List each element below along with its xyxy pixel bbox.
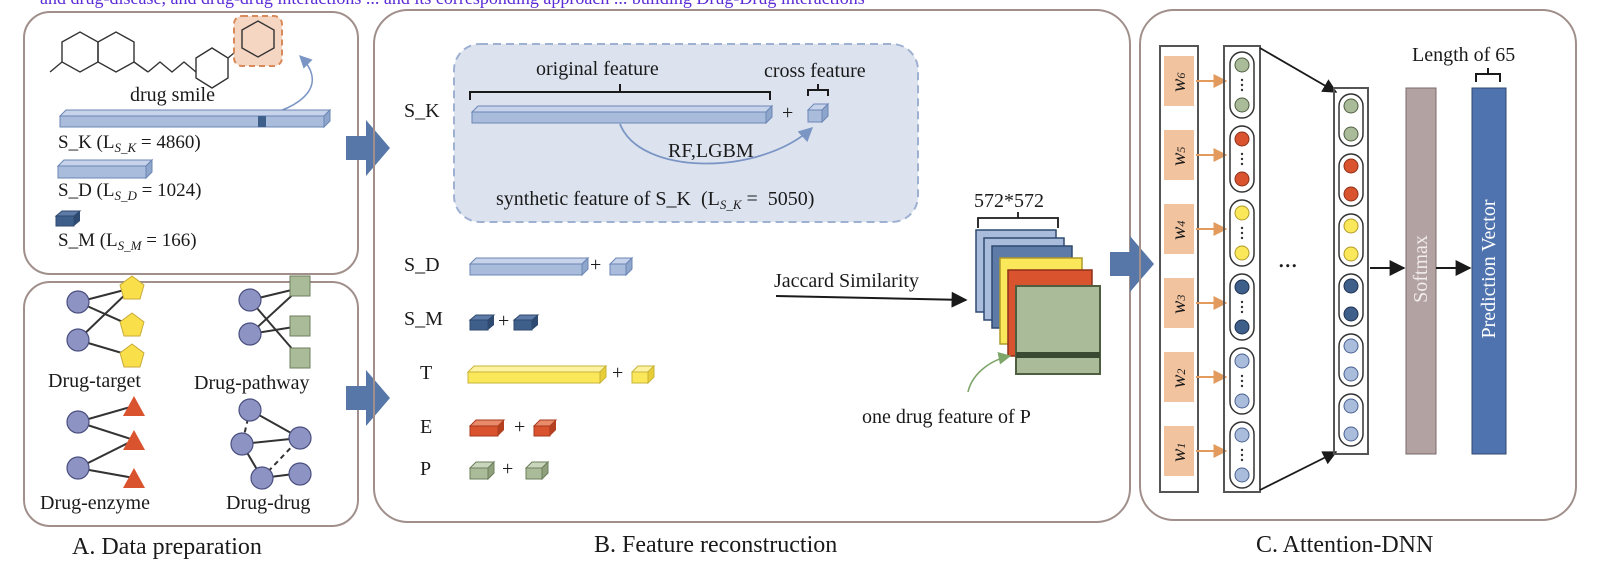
e-row-bars	[468, 419, 558, 437]
similarity-matrix-stack	[975, 212, 1101, 375]
network-label-drug-target: Drug-target	[48, 370, 141, 392]
cross-feature-label: cross feature	[764, 60, 866, 82]
sd-plus: +	[590, 254, 602, 276]
substituent-ring	[241, 20, 275, 58]
network-label-drug-enzyme: Drug-enzyme	[40, 492, 150, 514]
sm-name: S_M	[58, 230, 95, 251]
network-drug-target	[66, 275, 145, 368]
weight-label-6: w6	[1168, 72, 1190, 92]
highlighted-substituent	[233, 15, 283, 67]
panel-c-frame	[1139, 9, 1577, 521]
sd-name: S_D	[58, 180, 92, 201]
prediction-vector	[1471, 87, 1507, 455]
synthetic-prefix: synthetic feature of S_K	[496, 188, 691, 210]
length-bracket	[1475, 68, 1501, 82]
sk-row-label: S_K	[404, 100, 440, 122]
row-label-t: T	[420, 362, 433, 384]
sd-length-label: S_D (LS_D = 1024)	[58, 180, 202, 203]
sd-length-value: 1024	[157, 180, 196, 201]
sk-cross-bar	[806, 102, 830, 124]
sm-row-bars	[468, 314, 540, 331]
synthetic-length-sub: S_K	[719, 197, 742, 212]
sk-length-value: 4860	[156, 132, 195, 153]
row-label-sd: S_D	[404, 254, 440, 276]
sd-length-symbol: L	[102, 180, 115, 201]
sd-row-bars	[468, 256, 634, 277]
jaccard-label: Jaccard Similarity	[774, 270, 919, 292]
sk-length-sub: S_K	[114, 140, 137, 155]
network-drug-enzyme	[66, 396, 145, 488]
sm-feature-bar	[54, 210, 82, 227]
caption-a: A. Data preparation	[72, 534, 262, 560]
jaccard-arrow	[775, 291, 968, 308]
sm-length-sub: S_M	[117, 238, 142, 253]
sk-plus: +	[782, 102, 794, 124]
original-feature-bracket	[469, 84, 771, 100]
cross-feature-bracket	[807, 84, 829, 96]
hidden-column-frame	[1333, 87, 1369, 455]
prediction-vector-label: Prediction Vector	[1478, 199, 1500, 339]
row-label-sm: S_M	[404, 308, 443, 330]
sk-length-symbol: L	[102, 132, 115, 153]
weight-label-1: w1	[1168, 442, 1190, 462]
weight-label-3: w3	[1168, 294, 1190, 314]
t-plus: +	[612, 362, 624, 384]
connect-top	[1259, 47, 1338, 93]
sm-length-label: S_M (LS_M = 166)	[58, 230, 197, 253]
weight-label-4: w4	[1168, 220, 1190, 240]
row-label-p: P	[420, 458, 432, 480]
sd-length-sub: S_D	[114, 188, 137, 203]
original-feature-label: original feature	[536, 58, 659, 80]
matrix-size-label: 572*572	[974, 190, 1044, 212]
network-label-drug-pathway: Drug-pathway	[194, 372, 310, 394]
synthetic-feature-label: synthetic feature of S_K (LS_K = 5050)	[496, 188, 815, 212]
weight-boxes	[1164, 56, 1194, 476]
weight-column-frame	[1159, 45, 1199, 493]
synthetic-length-symbol: L	[707, 188, 720, 210]
hidden-neuron-groups	[1338, 93, 1364, 447]
arrow-b-to-c	[1110, 236, 1154, 292]
input-neuron-groups	[1229, 51, 1255, 489]
sd-feature-bar	[56, 158, 154, 180]
connect-bottom	[1259, 451, 1338, 491]
sk-name: S_K	[58, 132, 92, 153]
sk-feature-bar	[58, 108, 332, 129]
sm-length-symbol: L	[106, 230, 118, 251]
network-label-drug-drug: Drug-drug	[226, 492, 311, 514]
weight-arrows	[1196, 74, 1228, 458]
rf-lgbm-label: RF,LGBM	[668, 140, 754, 162]
top-cropped-text: and drug-disease, and drug-drug interact…	[40, 0, 1560, 9]
rf-lgbm-arrow	[619, 123, 814, 165]
one-drug-label: one drug feature of P	[862, 406, 1031, 428]
network-drug-drug	[230, 398, 312, 490]
ellipsis-label: ...	[1278, 244, 1298, 273]
input-dots	[1240, 78, 1244, 462]
input-column-frame	[1223, 45, 1261, 493]
caption-c: C. Attention-DNN	[1256, 532, 1434, 558]
arrow-a-to-b-bottom	[346, 370, 390, 426]
t-row-bars	[466, 364, 656, 385]
row-label-e: E	[420, 416, 433, 438]
sk-synthetic-region	[453, 43, 919, 223]
caption-b: B. Feature reconstruction	[594, 532, 838, 558]
weight-label-2: w2	[1168, 368, 1190, 388]
softmax-layer	[1405, 87, 1437, 455]
length-of-65-label: Length of 65	[1412, 44, 1516, 66]
sm-length-value: 166	[161, 230, 191, 251]
e-plus: +	[514, 416, 526, 438]
weight-label-5: w5	[1168, 146, 1190, 166]
one-drug-pointer	[967, 351, 1012, 393]
network-drug-pathway	[238, 275, 311, 369]
sk-length-label: S_K (LS_K = 4860)	[58, 132, 201, 155]
synthetic-length-value: 5050	[767, 188, 808, 210]
softmax-label: Softmax	[1410, 235, 1432, 303]
drug-smile-label: drug smile	[130, 84, 215, 106]
sm-plus: +	[498, 310, 510, 332]
arrow-a-to-b-top	[346, 120, 390, 176]
p-plus: +	[502, 458, 514, 480]
sk-original-bar	[470, 104, 774, 125]
p-row-bars	[468, 460, 550, 481]
